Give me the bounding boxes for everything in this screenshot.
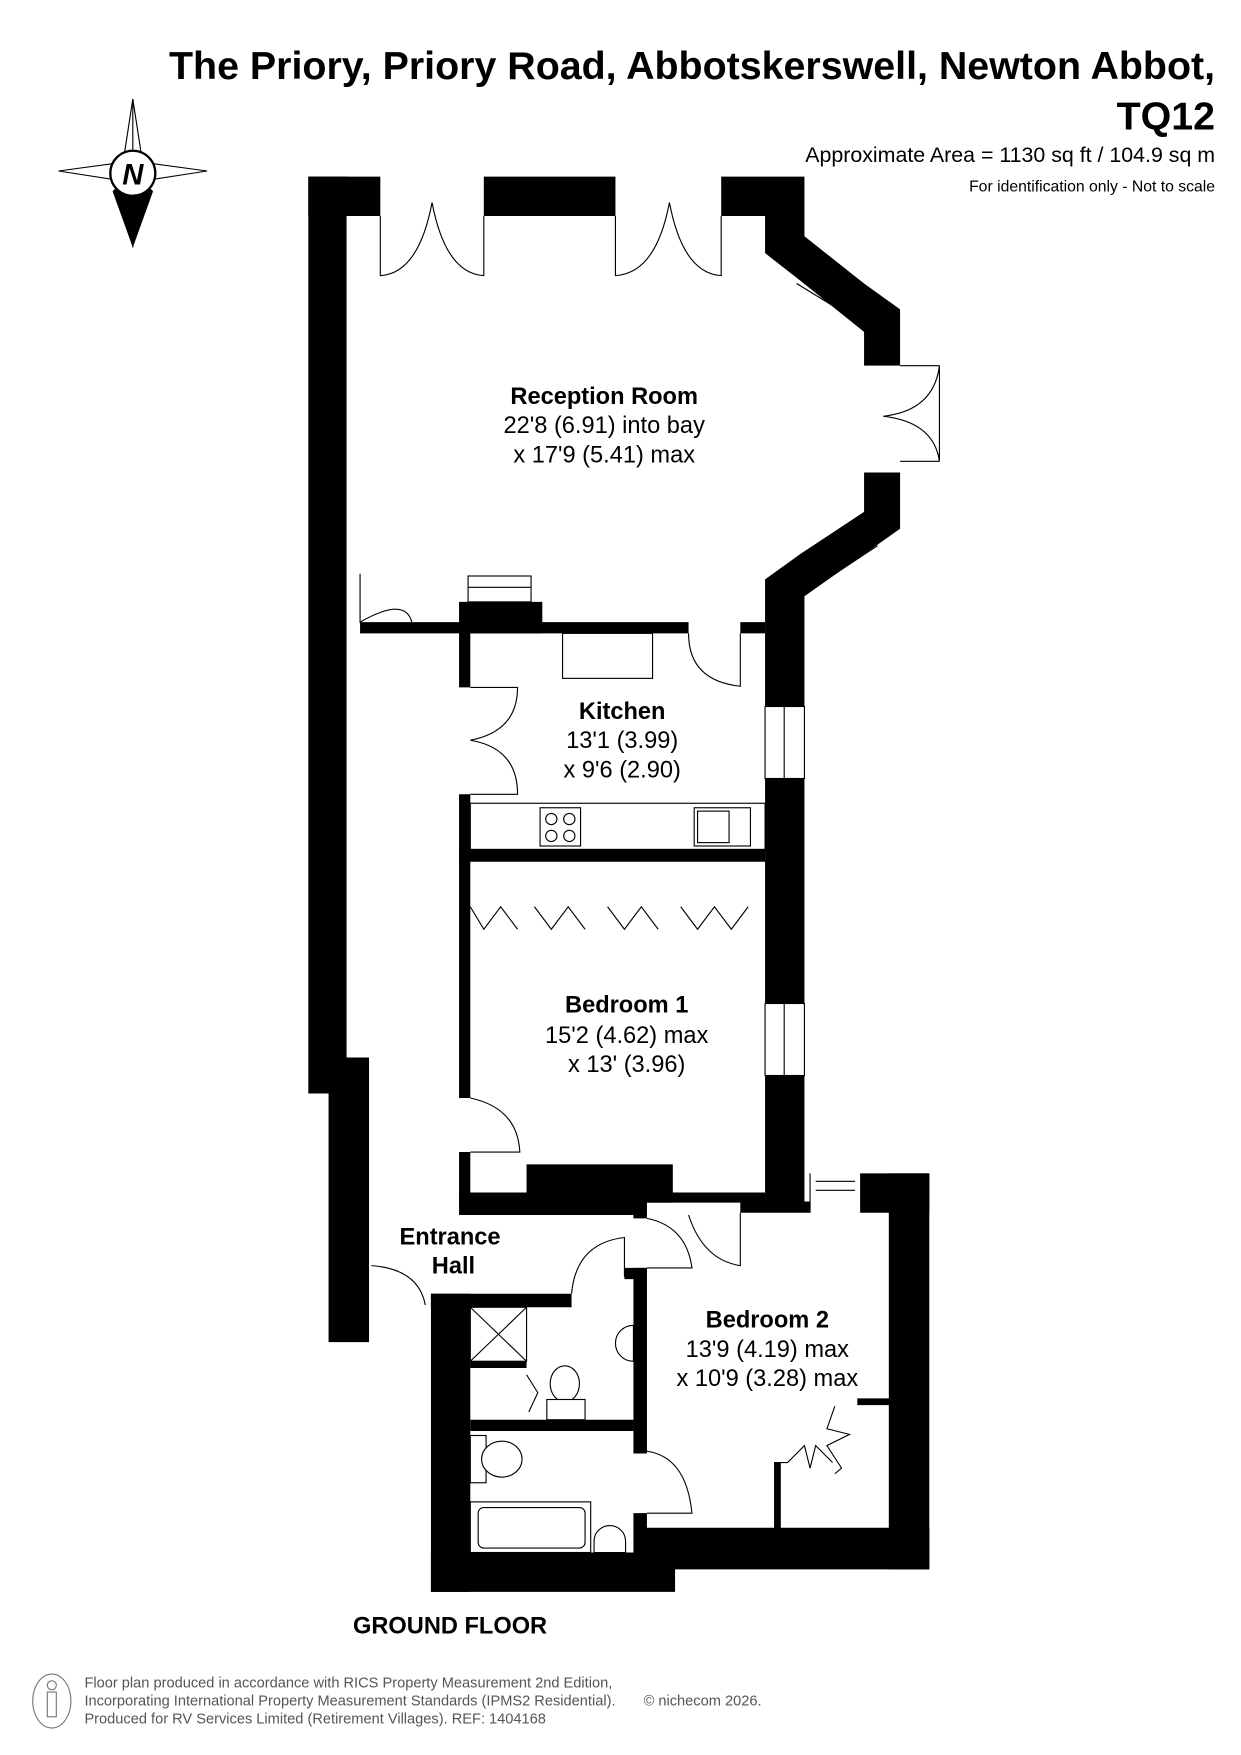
basin-icon xyxy=(614,1324,634,1362)
footer-line-2: Incorporating International Property Mea… xyxy=(84,1694,615,1710)
room-name: Hall xyxy=(432,1254,475,1280)
hob-icon xyxy=(539,807,582,847)
doors-windows xyxy=(359,202,940,1554)
room-dimension: x 9'6 (2.90) xyxy=(564,757,681,783)
room-name: Bedroom 2 xyxy=(706,1308,829,1334)
room-kitchen: Kitchen 13'1 (3.99) x 9'6 (2.90) xyxy=(564,699,681,784)
footer-copyright: © nichecom 2026. xyxy=(644,1694,762,1710)
compass-rose-icon: N xyxy=(58,98,208,248)
footer-line-3: Produced for RV Services Limited (Retire… xyxy=(84,1712,546,1728)
room-dimension: 13'9 (4.19) max xyxy=(686,1337,849,1363)
room-bedroom-2: Bedroom 2 13'9 (4.19) max x 10'9 (3.28) … xyxy=(676,1308,858,1392)
room-name: Bedroom 1 xyxy=(565,993,688,1019)
room-name: Entrance xyxy=(400,1224,501,1250)
shower-icon xyxy=(469,1306,528,1362)
property-title: The Priory, Priory Road, Abbotskerswell,… xyxy=(169,44,1215,88)
room-dimension: x 17'9 (5.41) max xyxy=(513,442,695,468)
room-reception: Reception Room 22'8 (6.91) into bay x 17… xyxy=(503,384,705,469)
toilet-icon xyxy=(469,1434,523,1484)
room-dimension: x 13' (3.96) xyxy=(568,1052,685,1078)
floor-label: GROUND FLOOR xyxy=(353,1614,547,1640)
sink-icon xyxy=(693,807,751,847)
room-name: Kitchen xyxy=(579,699,666,725)
room-name: Reception Room xyxy=(510,384,698,410)
room-entrance-hall: Entrance Hall xyxy=(400,1224,501,1279)
room-dimension: 15'2 (4.62) max xyxy=(545,1023,708,1049)
footer-line-1: Floor plan produced in accordance with R… xyxy=(84,1676,612,1692)
room-bedroom-1: Bedroom 1 15'2 (4.62) max x 13' (3.96) xyxy=(545,993,708,1079)
toilet-icon xyxy=(546,1365,586,1421)
approximate-area: Approximate Area = 1130 sq ft / 104.9 sq… xyxy=(805,143,1215,167)
bath-icon xyxy=(469,1501,592,1554)
compass-north-label: N xyxy=(122,160,144,192)
person-icon xyxy=(32,1673,72,1729)
property-postcode: TQ12 xyxy=(1117,94,1215,138)
basin-icon xyxy=(593,1525,627,1554)
disclaimer: For identification only - Not to scale xyxy=(969,178,1215,195)
room-dimension: 13'1 (3.99) xyxy=(566,728,678,754)
room-dimension: 22'8 (6.91) into bay xyxy=(503,413,705,439)
room-dimension: x 10'9 (3.28) max xyxy=(676,1366,858,1392)
